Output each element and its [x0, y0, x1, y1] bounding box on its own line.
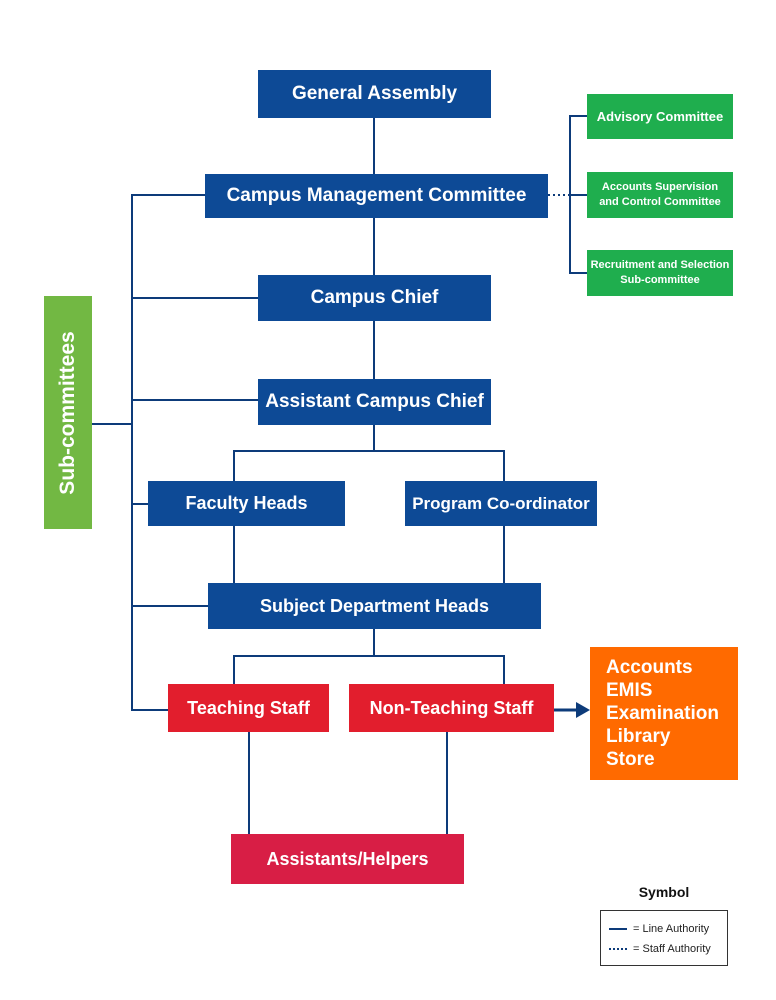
dotted-line-icon — [609, 948, 627, 950]
committee-accounts-line2: and Control Committee — [599, 196, 721, 208]
legend-staff-authority: = Staff Authority — [609, 943, 711, 955]
arrow-head-icon — [576, 702, 590, 718]
committee-accounts-line1: Accounts Supervision — [601, 181, 719, 193]
node-campus-chief: Campus Chief — [258, 275, 491, 321]
committee-advisory: Advisory Committee — [587, 94, 733, 139]
node-faculty-heads: Faculty Heads — [148, 481, 345, 526]
node-subject-department-heads: Subject Department Heads — [208, 583, 541, 629]
legend-line-authority-label: = Line Authority — [633, 923, 710, 935]
node-program-coordinator: Program Co-ordinator — [405, 481, 597, 526]
committee-recruitment-line2: Sub-committee — [620, 274, 700, 286]
connector-subject-staff — [233, 655, 505, 684]
node-general-assembly: General Assembly — [258, 70, 491, 118]
node-teaching-staff: Teaching Staff — [168, 684, 329, 732]
node-assistants-helpers: Assistants/Helpers — [231, 834, 464, 884]
unit-item: Library — [606, 726, 671, 747]
sub-committees-label: Sub-committees — [56, 330, 79, 495]
node-campus-management-committee: Campus Management Committee — [205, 174, 548, 218]
node-sub-committees: Sub-committees — [44, 296, 92, 529]
committee-accounts-supervision: Accounts Supervision and Control Committ… — [587, 172, 733, 218]
node-non-teaching-units: Accounts EMIS Examination Library Store — [590, 647, 738, 780]
legend: = Line Authority = Staff Authority — [600, 910, 728, 966]
node-assistant-campus-chief: Assistant Campus Chief — [258, 379, 491, 425]
committee-recruitment: Recruitment and Selection Sub-committee — [587, 250, 733, 296]
legend-title: Symbol — [638, 884, 690, 900]
legend-staff-authority-label: = Staff Authority — [633, 943, 711, 955]
unit-item: EMIS — [606, 680, 653, 701]
connector-assistant-faculty-program — [233, 450, 505, 481]
connector-subcommittees-bracket — [131, 194, 205, 711]
committee-recruitment-line1: Recruitment and Selection — [590, 259, 730, 271]
unit-item: Examination — [606, 703, 719, 724]
node-non-teaching-staff: Non-Teaching Staff — [349, 684, 554, 732]
unit-item: Store — [606, 749, 655, 770]
solid-line-icon — [609, 928, 627, 930]
legend-line-authority: = Line Authority — [609, 923, 709, 935]
unit-item: Accounts — [606, 657, 693, 678]
